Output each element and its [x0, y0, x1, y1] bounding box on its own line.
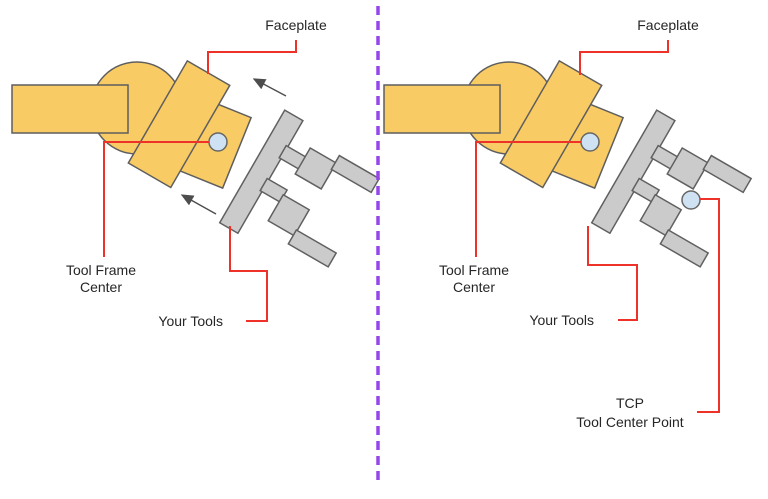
- label-tool-frame-center-left-line2: Center: [80, 279, 122, 295]
- label-faceplate-left: Faceplate: [265, 17, 327, 33]
- label-tool-frame-center-left-line1: Tool Frame: [66, 262, 136, 278]
- tcp-marker: [681, 190, 701, 210]
- leader-tcp-right: [697, 198, 720, 413]
- leader-faceplate-left: [207, 40, 297, 74]
- leader-tool-frame-center-right: [475, 141, 581, 257]
- label-faceplate-right: Faceplate: [637, 17, 699, 33]
- label-tcp-line2: Tool Center Point: [576, 414, 684, 430]
- leader-faceplate-right: [579, 40, 669, 75]
- leader-your-tools-right: [587, 226, 638, 321]
- label-your-tools-left: Your Tools: [158, 313, 223, 329]
- robot-wrist-assembly-left: [11, 54, 386, 282]
- label-tool-frame-center-right-line1: Tool Frame: [439, 262, 509, 278]
- label-your-tools-right: Your Tools: [529, 312, 594, 328]
- leader-tool-frame-center-left: [103, 141, 209, 257]
- robot-wrist-assembly-right: [383, 54, 758, 282]
- label-tcp-line1: TCP: [616, 395, 644, 411]
- direction-arrow-bottom-icon: [180, 194, 217, 215]
- leader-your-tools-left: [229, 226, 268, 322]
- direction-arrow-top-icon: [252, 78, 287, 97]
- label-tool-frame-center-right-line2: Center: [453, 279, 495, 295]
